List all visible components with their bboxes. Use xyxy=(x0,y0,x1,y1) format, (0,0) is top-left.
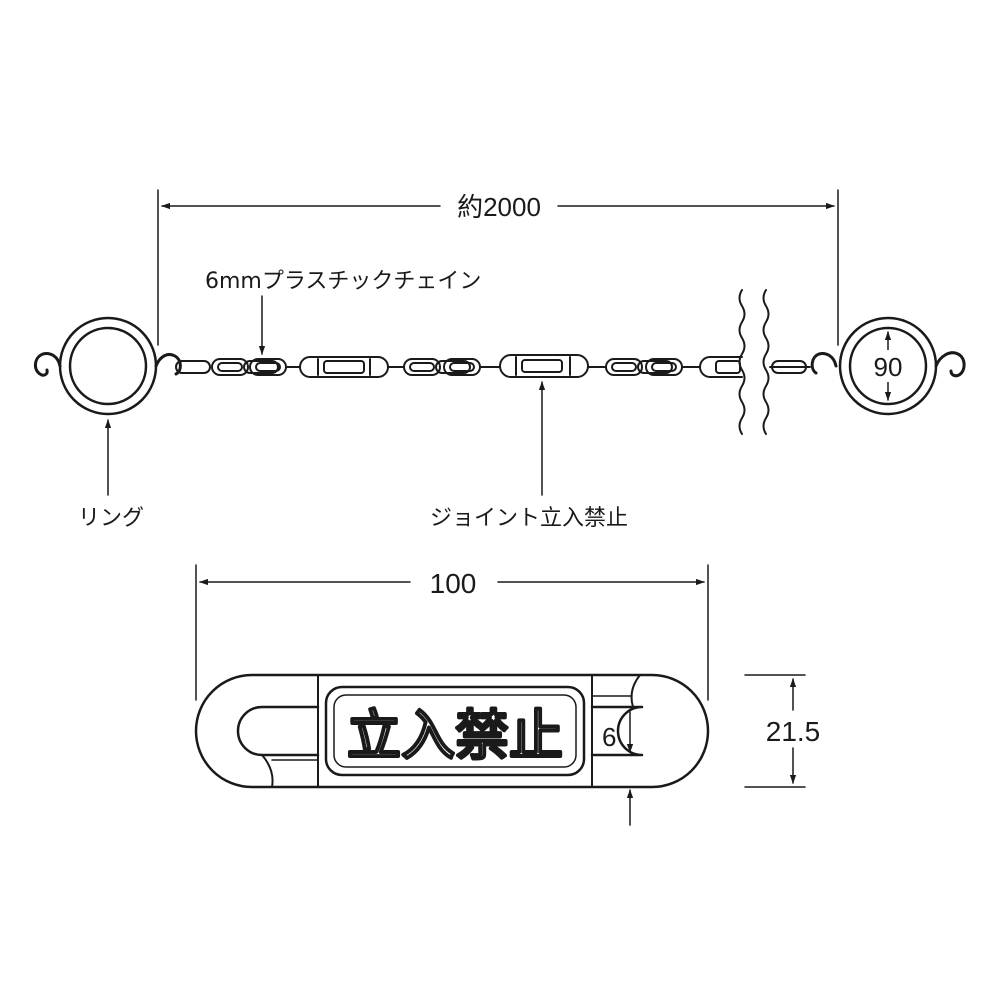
ring-diameter-label-bg xyxy=(862,350,914,382)
joint-height-dimension xyxy=(744,674,806,788)
plate-text: 立入禁止 xyxy=(347,704,563,767)
ring-label: リング xyxy=(78,506,144,531)
joint-length-label: 100 xyxy=(430,568,477,599)
ring-diameter-label: 90 xyxy=(874,352,903,382)
joint-length-dimension xyxy=(195,564,709,701)
chain-label: 6mmプラスチックチェイン xyxy=(205,269,481,294)
chain xyxy=(175,354,811,378)
left-ring xyxy=(34,316,182,416)
joint-height-label: 21.5 xyxy=(766,716,821,747)
overall-length-dimension xyxy=(157,189,839,346)
joint-detail xyxy=(194,673,710,789)
break-lines xyxy=(738,289,770,435)
joint-label: ジョイント立入禁止 xyxy=(430,506,628,531)
joint-thickness-label: 6 xyxy=(602,722,616,752)
overall-length-label: 約2000 xyxy=(457,192,541,222)
